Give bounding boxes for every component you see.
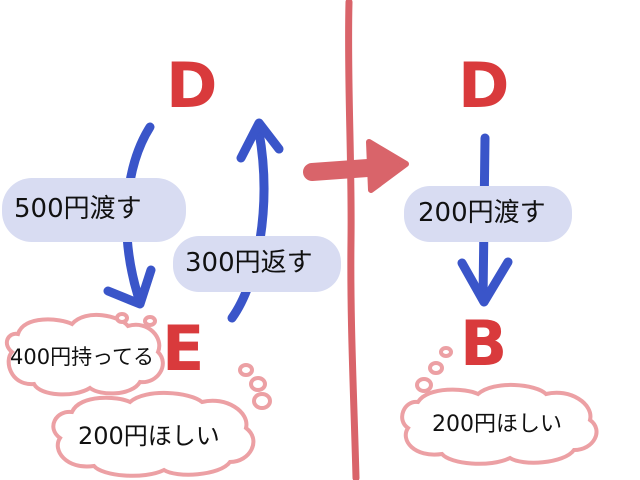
return-label-left: 300円返す — [185, 248, 313, 278]
label-pill-bg — [404, 186, 572, 242]
has-thought-text: 400円持ってる — [10, 345, 155, 369]
thought-bubble — [51, 363, 272, 478]
thought-bubble — [400, 346, 599, 466]
want-thought-text-left: 200円ほしい — [78, 422, 220, 450]
want-thought-text-right: 200円ほしい — [432, 412, 562, 437]
node-d-right: D — [458, 49, 510, 122]
transform-arrow — [303, 139, 409, 193]
label-pill-bg — [173, 236, 341, 292]
divider-line — [345, 0, 360, 480]
give-label-left: 500円渡す — [14, 194, 142, 224]
label-pill-bg — [2, 178, 186, 242]
node-e-left: E — [162, 312, 205, 385]
node-b-right: B — [460, 307, 508, 380]
give-label-right: 200円渡す — [418, 198, 546, 228]
thought-bubble — [4, 312, 165, 397]
node-d-left: D — [166, 49, 218, 122]
